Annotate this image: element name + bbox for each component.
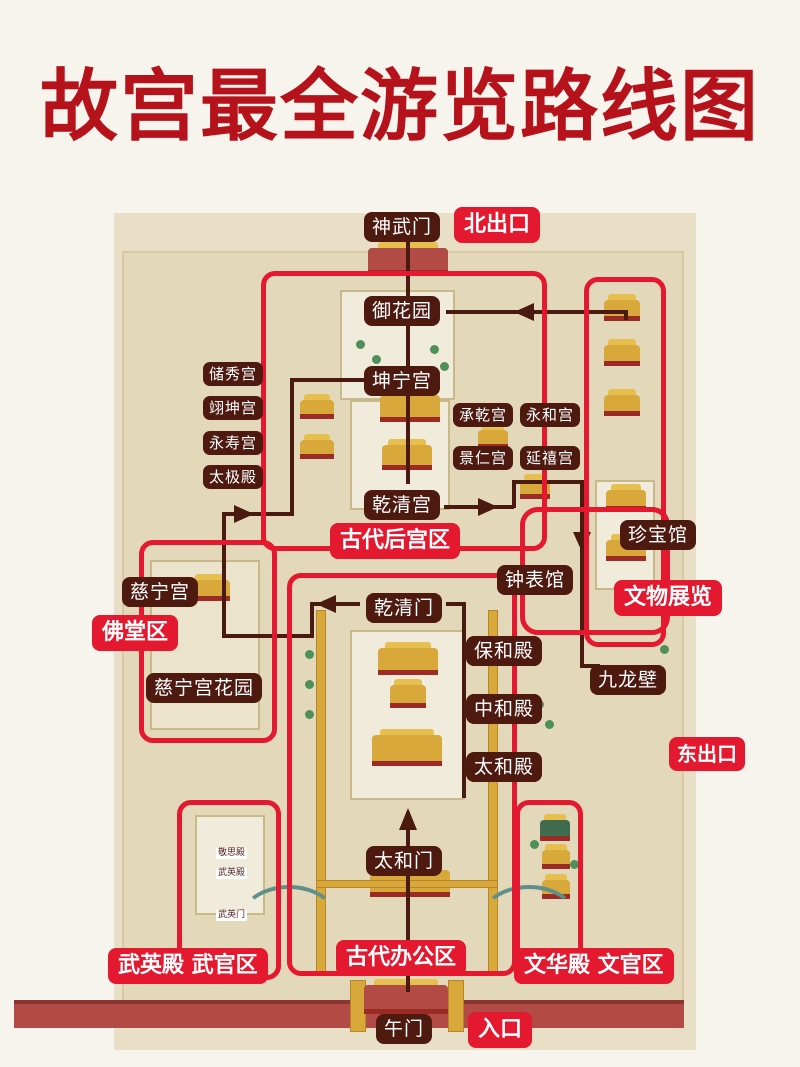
label-jingsidian: 敬思殿 — [216, 848, 248, 859]
baohedian-building — [378, 642, 438, 675]
label-cininggong-garden[interactable]: 慈宁宫花园 — [146, 673, 263, 703]
label-qianqingmen[interactable]: 乾清门 — [366, 593, 443, 623]
route-kunning-west — [290, 378, 370, 382]
tree — [545, 720, 554, 729]
route-wumen-to-taihemen — [406, 812, 410, 992]
route-qianqingmen-west-drop — [310, 602, 314, 638]
zone-military-tag[interactable]: 武英殿 武官区 — [108, 948, 268, 984]
west-palace-1 — [300, 394, 334, 419]
arrow-left-icon — [316, 595, 336, 613]
label-kunninggong[interactable]: 坤宁宫 — [364, 366, 441, 396]
arrow-left-icon — [514, 303, 534, 321]
east-hall-3 — [604, 389, 640, 416]
zone-relics-outline — [584, 277, 666, 647]
route-qianqingmen-east — [446, 602, 466, 606]
label-zhenbaoguan[interactable]: 珍宝馆 — [620, 520, 697, 550]
page-title: 故宫最全游览路线图 — [39, 62, 760, 152]
wenyuange-building — [540, 814, 570, 841]
zone-harem-tag[interactable]: 古代后宫区 — [330, 523, 461, 559]
tree — [440, 362, 449, 371]
label-yuhuayuan[interactable]: 御花园 — [364, 296, 441, 326]
label-wumen[interactable]: 午门 — [376, 1014, 433, 1044]
golden-water-river-east — [480, 885, 578, 953]
zone-relics-tag[interactable]: 文物展览 — [614, 580, 723, 616]
zone-civil-tag[interactable]: 文华殿 文官区 — [514, 948, 674, 984]
route-to-cining — [222, 634, 312, 638]
label-chuxiugong[interactable]: 储秀宫 — [203, 362, 264, 386]
route-cining-vertical — [222, 512, 226, 638]
label-yongshougong[interactable]: 永寿宫 — [203, 431, 264, 455]
route-garden-to-kunning — [406, 322, 410, 366]
tree — [305, 680, 314, 689]
route-east-to-garden — [446, 310, 626, 314]
tree — [305, 710, 314, 719]
route-outer-east — [462, 602, 466, 798]
tree — [305, 650, 314, 659]
route-east-connector — [624, 310, 628, 320]
north-exit-tag[interactable]: 北出口 — [454, 207, 541, 243]
label-zhonghedian[interactable]: 中和殿 — [466, 694, 543, 724]
route-east-down — [580, 480, 584, 666]
label-yanxigong[interactable]: 延禧宫 — [520, 446, 581, 470]
cininggong-building — [190, 574, 230, 601]
route-to-west-palaces — [222, 512, 294, 516]
label-cininggong[interactable]: 慈宁宫 — [122, 577, 199, 607]
route-jiulongbi — [580, 664, 600, 668]
arrow-up-icon — [399, 808, 417, 830]
south-wall — [14, 1000, 684, 1028]
label-wuyingdian: 武英殿 — [216, 868, 248, 879]
tree — [530, 840, 539, 849]
label-shenwumen[interactable]: 神武门 — [364, 212, 441, 242]
label-taijidian[interactable]: 太极殿 — [203, 465, 264, 489]
wumen-gate-building — [364, 979, 448, 1014]
label-yonghegong[interactable]: 永和宫 — [520, 403, 581, 427]
label-wuyingmen: 武英门 — [216, 910, 248, 921]
taihedian-building — [372, 729, 442, 766]
label-zhongbiaoguan[interactable]: 钟表馆 — [497, 565, 574, 595]
tree — [570, 860, 579, 869]
east-exit-tag[interactable]: 东出口 — [669, 737, 745, 771]
label-chengqiangong[interactable]: 承乾宫 — [453, 403, 514, 427]
zone-office-tag[interactable]: 古代办公区 — [336, 940, 467, 976]
west-palace-2 — [300, 434, 334, 459]
zhonghedian-building — [390, 679, 426, 708]
outer-court-terrace — [350, 630, 465, 800]
label-yikungong[interactable]: 翊坤宫 — [203, 396, 264, 420]
kunninggong-building — [380, 389, 440, 422]
label-jiulongbi[interactable]: 九龙壁 — [590, 665, 667, 695]
label-jingrengong[interactable]: 景仁宫 — [453, 446, 514, 470]
zone-buddha-tag[interactable]: 佛堂区 — [92, 615, 179, 651]
tree — [660, 645, 669, 654]
route-west-palaces-down — [290, 378, 294, 516]
arrow-right-icon — [234, 505, 254, 523]
tree — [372, 355, 381, 364]
arrow-right-icon — [478, 498, 498, 516]
route-kunning-to-qianqing — [406, 392, 410, 484]
label-baohedian[interactable]: 保和殿 — [466, 636, 543, 666]
entrance-tag[interactable]: 入口 — [468, 1012, 533, 1048]
label-taihemen[interactable]: 太和门 — [366, 846, 443, 876]
tree — [430, 345, 439, 354]
wenhuadian-building — [542, 844, 570, 869]
route-east-across — [512, 480, 582, 484]
east-hall-2 — [604, 339, 640, 366]
label-taihedian[interactable]: 太和殿 — [466, 752, 543, 782]
tree — [356, 340, 365, 349]
route-east-up — [512, 480, 516, 508]
label-qianqinggong[interactable]: 乾清宫 — [364, 490, 441, 520]
wumen-east-tower — [448, 980, 464, 1032]
route-shenwumen-to-garden — [406, 238, 410, 298]
